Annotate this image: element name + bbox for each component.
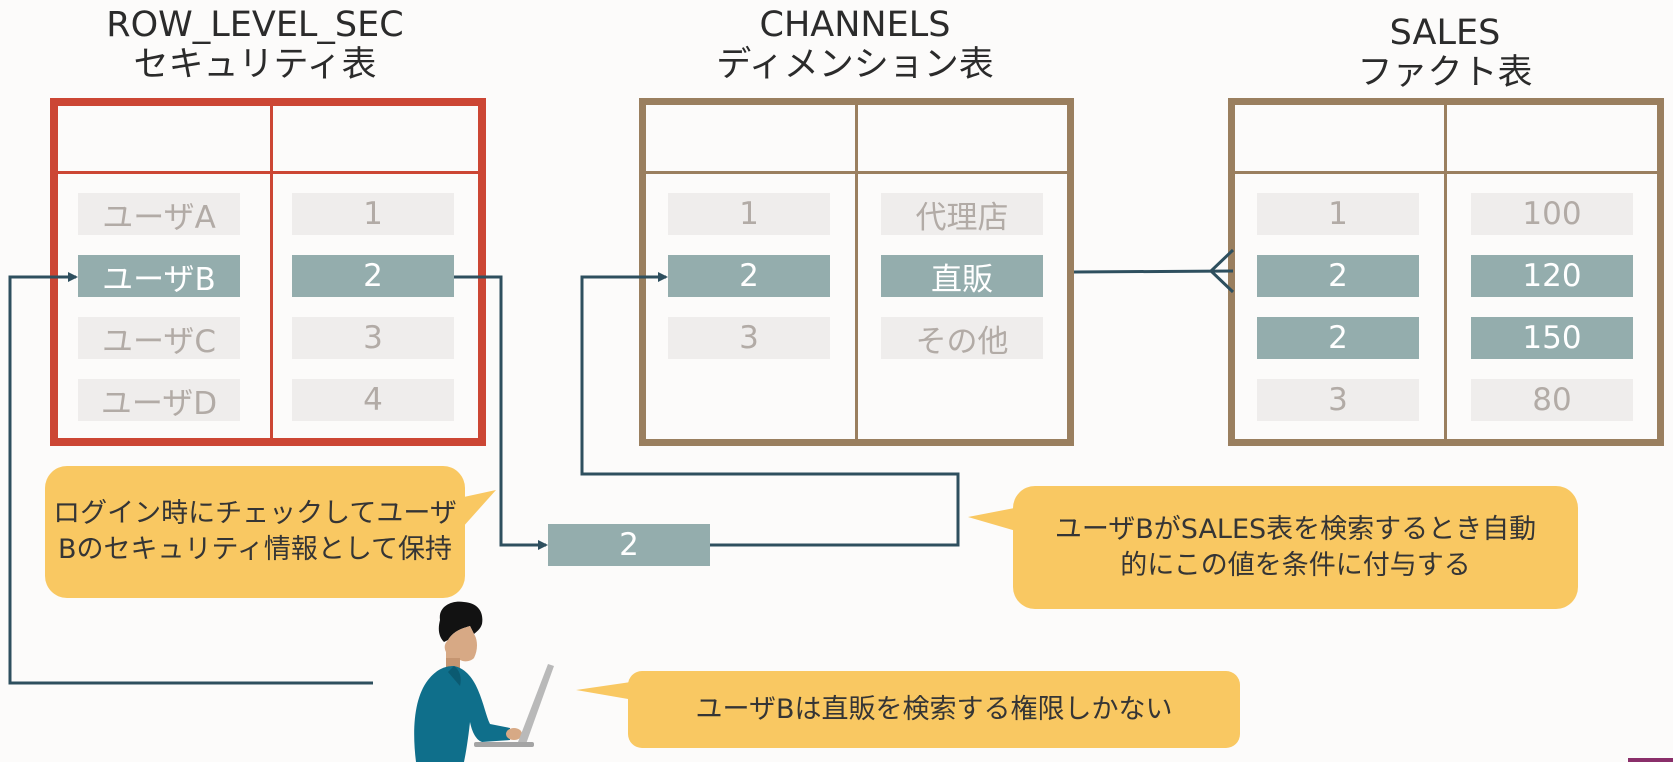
row-level-sec-id-2: 2 [292,255,454,297]
row-level-sec-user-b: ユーザB [78,255,240,298]
channels-title: CHANNELS ディメンション表 [640,5,1070,85]
channels-sales-relation-line [1073,269,1234,274]
login-callout-line1: ログイン時にチェックしてユーザ [53,498,457,529]
person-at-laptop-icon [414,601,554,762]
permission-callout-pointer [576,680,645,702]
value-to-channels-connector [580,272,960,547]
auto-filter-callout: ユーザBがSALES表を検索するとき自動 的にこの値を条件に付与する [1013,486,1578,609]
sales-amount-150: 150 [1471,317,1633,359]
sales-amount-120: 120 [1471,255,1633,297]
row-level-sec-title: ROW_LEVEL_SEC セキュリティ表 [50,5,460,85]
row-level-sec-user-a: ユーザA [78,193,240,236]
corner-accent-mark [1628,758,1673,762]
channels-subtitle: ディメンション表 [716,45,994,85]
row-level-sec-id-4: 4 [292,379,454,421]
passed-value-box: 2 [548,524,710,566]
row-level-sec-name: ROW_LEVEL_SEC [106,5,404,45]
channels-id-1: 1 [668,193,830,235]
channels-name-dairiten: 代理店 [881,193,1043,236]
sales-channel-id-3: 3 [1257,379,1419,421]
crows-foot-mark [1208,248,1235,294]
sales-column-line [1444,105,1447,439]
sales-amount-80: 80 [1471,379,1633,421]
permission-callout-text: ユーザBは直販を検索する権限しかない [695,693,1173,725]
sales-title: SALES ファクト表 [1250,13,1640,93]
row-level-sec-id-3: 3 [292,317,454,359]
sales-amount-100: 100 [1471,193,1633,235]
security-to-value-connector [454,275,548,550]
sales-channel-id-2b: 2 [1257,317,1419,359]
channels-column-line [855,105,858,439]
channels-name: CHANNELS [759,5,951,45]
row-level-sec-column-line [270,106,273,438]
channels-id-2: 2 [668,255,830,297]
row-level-sec-user-c: ユーザC [78,317,240,360]
login-callout-line2: Bのセキュリティ情報として保持 [57,534,453,565]
channels-name-sonota: その他 [881,317,1043,360]
sales-channel-id-1: 1 [1257,193,1419,235]
login-callout: ログイン時にチェックしてユーザ Bのセキュリティ情報として保持 [45,466,465,598]
row-level-sec-table: ユーザA 1 ユーザB 2 ユーザC 3 ユーザD 4 [50,98,486,446]
sales-subtitle: ファクト表 [1357,53,1533,93]
auto-filter-callout-line1: ユーザBがSALES表を検索するとき自動 [1054,513,1537,545]
sales-channel-id-2a: 2 [1257,255,1419,297]
sales-name: SALES [1389,13,1501,53]
channels-id-3: 3 [668,317,830,359]
channels-table: 1 代理店 2 直販 3 その他 [639,98,1074,446]
row-level-sec-subtitle: セキュリティ表 [133,45,377,85]
channels-name-chokuhan: 直販 [881,255,1043,298]
permission-callout: ユーザBは直販を検索する権限しかない [628,671,1240,748]
row-level-sec-id-1: 1 [292,193,454,235]
row-level-sec-header-line [58,171,478,174]
user-to-security-connector [8,272,373,685]
row-level-sec-user-d: ユーザD [78,379,240,422]
auto-filter-callout-line2: 的にこの値を条件に付与する [1120,549,1471,581]
